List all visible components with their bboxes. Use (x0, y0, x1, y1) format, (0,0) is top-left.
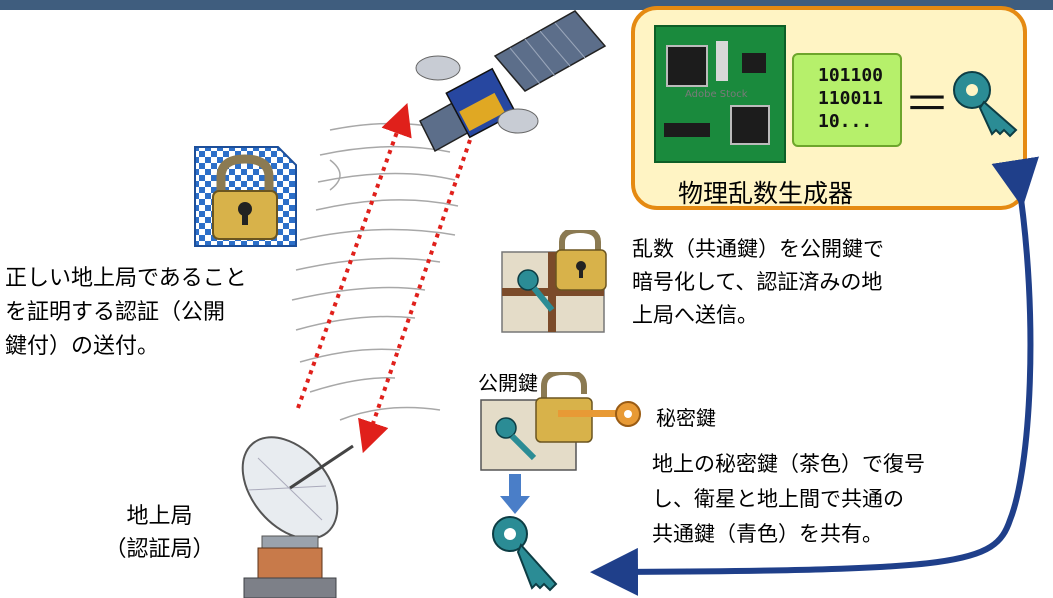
text-line: 鍵付）の送付。 (5, 334, 160, 359)
public-key-label: 公開鍵 (478, 371, 538, 395)
decryption-description: 地上の秘密鍵（茶色）で復号 し、衛星と地上間で共通の 共通鍵（青色）を共有。 (652, 447, 925, 552)
circuit-board-icon (654, 25, 786, 163)
decrypt-arrow-icon (500, 474, 530, 514)
text-line: 正しい地上局であること (5, 266, 247, 291)
satellite-icon (415, 10, 607, 153)
decrypt-illustration (480, 372, 641, 471)
key-icon (953, 71, 1018, 138)
certificate-description: 正しい地上局であること を証明する認証（公開 鍵付）の送付。 (5, 262, 247, 364)
secret-key-label: 秘密鍵 (656, 406, 716, 430)
stock-watermark: Adobe Stock (685, 89, 748, 100)
text-line: し、衛星と地上間で共通の (652, 487, 904, 511)
shared-key-icon (492, 516, 558, 592)
text-line: 共通鍵（青色）を共有。 (652, 522, 883, 546)
text-line: 暗号化して、認証済みの地 (632, 270, 883, 294)
equals-sign: ＝ (904, 77, 950, 131)
text-line: 乱数（共通鍵）を公開鍵で (632, 237, 884, 261)
ground-station-label: 地上局 （認証局） (92, 500, 227, 566)
encryption-description: 乱数（共通鍵）を公開鍵で 暗号化して、認証済みの地 上局へ送信。 (632, 233, 884, 332)
text-line: 上局へ送信。 (632, 303, 758, 327)
dish-antenna-icon (241, 436, 354, 598)
text-line: 地上の秘密鍵（茶色）で復号 (652, 452, 925, 476)
binary-number: 101100 110011 10... (818, 64, 883, 133)
binary-line: 101100 (818, 65, 884, 86)
text-line: 地上局 (126, 504, 193, 529)
scroll-icon (792, 53, 902, 147)
binary-line: 10... (818, 111, 873, 132)
binary-line: 110011 (818, 88, 884, 109)
text-line: （認証局） (104, 537, 215, 562)
certificate-icon (194, 146, 297, 247)
top-bar (0, 0, 1053, 10)
text-line: を証明する認証（公開 (5, 300, 226, 325)
